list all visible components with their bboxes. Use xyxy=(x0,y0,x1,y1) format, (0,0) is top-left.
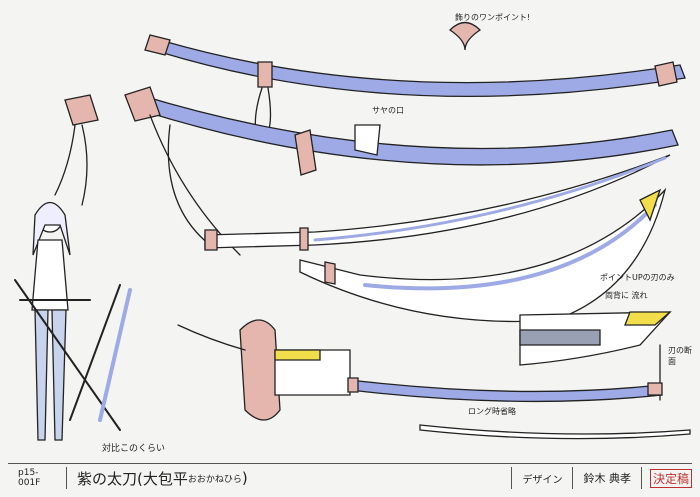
designer-name: 鈴木 典孝 xyxy=(573,467,642,489)
title-main: 紫の太刀(大包平 xyxy=(77,469,188,488)
sheathed-tachi-top xyxy=(144,21,686,139)
note-cross-section: 刃の断面 xyxy=(668,346,692,366)
note-scale-compare: 対比このくらい xyxy=(102,444,166,454)
note-long-omit: ロング時省略 xyxy=(468,407,516,416)
sheet-code: p15-001F xyxy=(8,467,67,489)
character-figure xyxy=(14,201,132,441)
note-blade-2: 両背に 流れ xyxy=(605,291,648,300)
note-ornament: 飾りのワンポイント! xyxy=(455,13,531,22)
title-close: ) xyxy=(241,469,248,487)
sheathed-tachi-bottom xyxy=(347,377,691,440)
blade-tip-detail xyxy=(519,311,672,401)
sheathed-tachi-middle xyxy=(54,86,679,256)
note-saya-mouth: サヤの口 xyxy=(372,106,404,115)
note-blade-1: ポイントUPの刃のみ xyxy=(600,273,675,282)
drawn-blade xyxy=(204,154,671,251)
sheet-title: 紫の太刀(大包平おおかねひら) xyxy=(67,467,513,489)
title-reading: おおかねひら xyxy=(187,474,242,485)
design-label: デザイン xyxy=(512,467,574,489)
curved-blade xyxy=(299,187,667,323)
title-block: p15-001F 紫の太刀(大包平おおかねひら) デザイン 鈴木 典孝 決定稿 xyxy=(8,463,692,492)
approval-stamp: 決定稿 xyxy=(649,468,692,488)
guard-closeup xyxy=(177,319,351,421)
